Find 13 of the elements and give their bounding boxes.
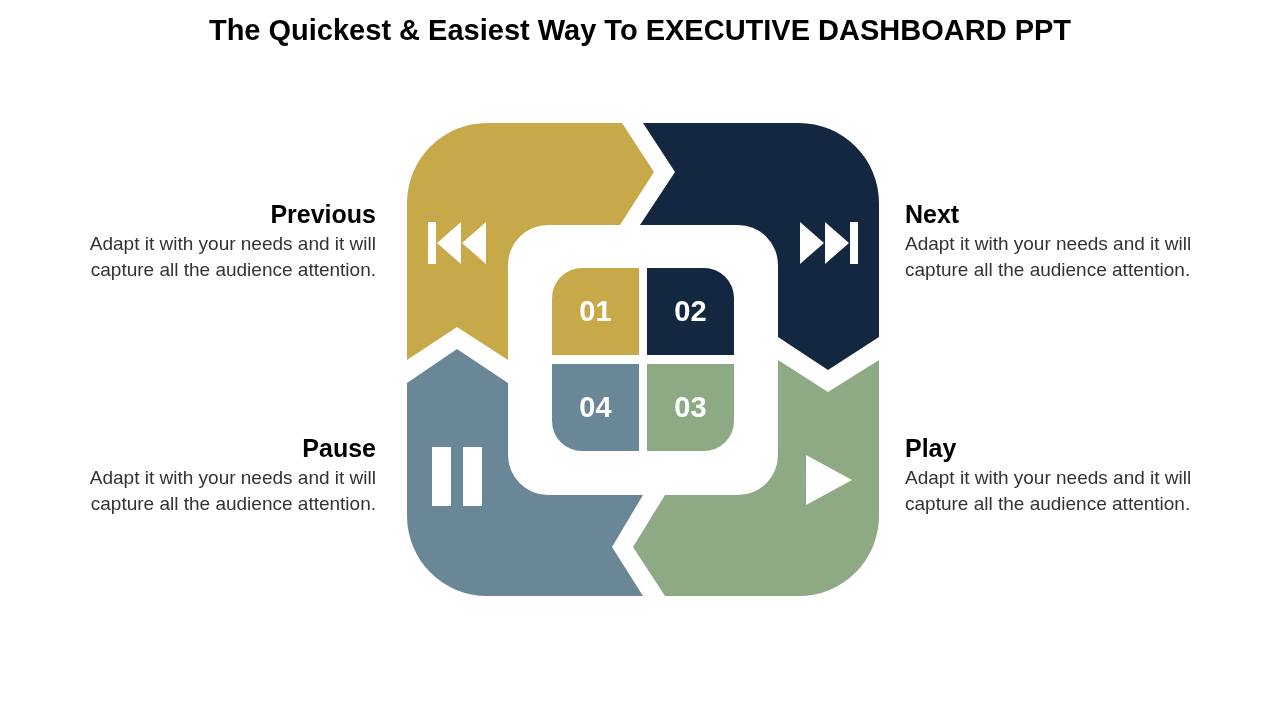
heading: Next xyxy=(905,200,961,229)
heading: Play xyxy=(905,434,958,463)
number-tile: 03 xyxy=(647,364,734,451)
description: Adapt it with your needs and it will capture all the audience attention. xyxy=(88,466,376,516)
heading: Pause xyxy=(301,434,376,463)
description: Adapt it with your needs and it will capture all the audience attention. xyxy=(905,466,1193,516)
description: Adapt it with your needs and it will capture all the audience attention. xyxy=(88,232,376,282)
heading: Previous xyxy=(269,200,376,229)
number-tile: 02 xyxy=(647,268,734,355)
number-tile: 04 xyxy=(552,364,639,451)
title: The Quickest & Easiest Way To EXECUTIVE DASHBOARD PPT xyxy=(207,14,1073,47)
number-tile: 01 xyxy=(552,268,639,355)
description: Adapt it with your needs and it will capture all the audience attention. xyxy=(905,232,1193,282)
